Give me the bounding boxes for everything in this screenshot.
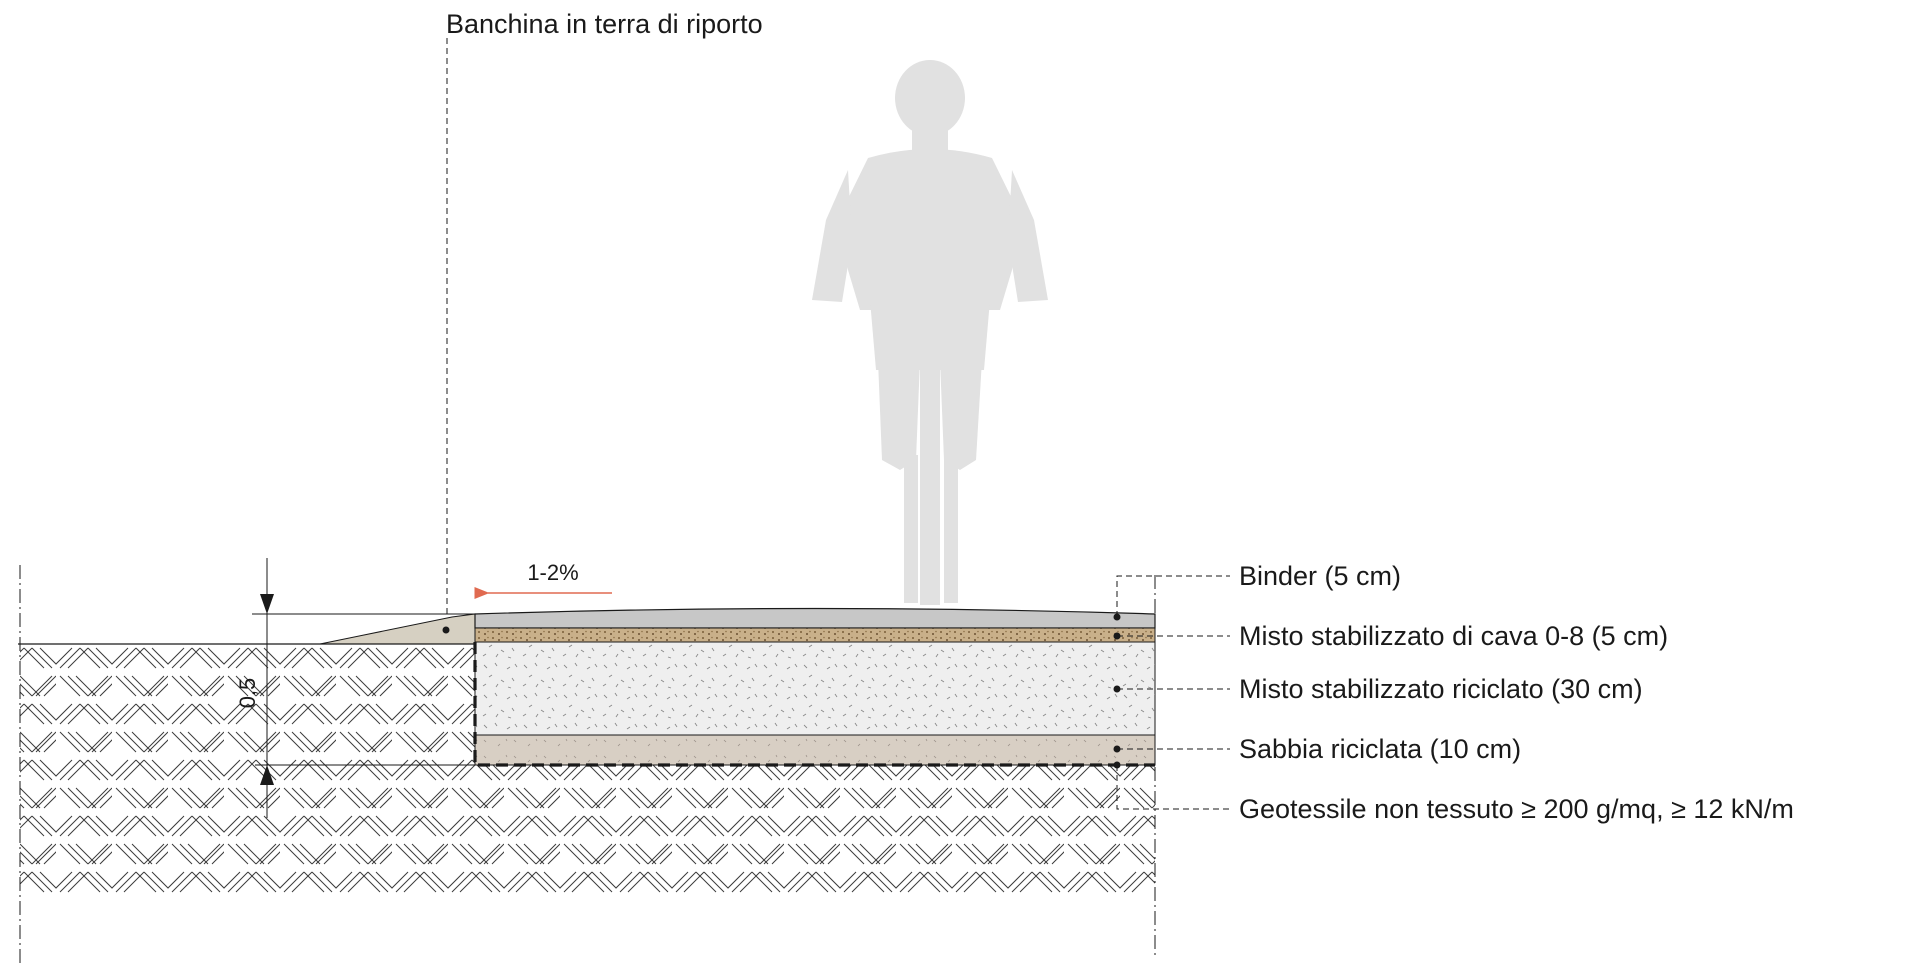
geotextile-line [473, 642, 1155, 767]
diagram-title: Banchina in terra di riporto [446, 9, 763, 39]
dimension-marker [252, 558, 475, 818]
slope-label: 1-2% [527, 560, 578, 585]
layer-label-misto-cava: Misto stabilizzato di cava 0-8 (5 cm) [1239, 621, 1668, 651]
leader-points [1113, 613, 1121, 769]
layer-label-geotessile: Geotessile non tessuto ≥ 200 g/mq, ≥ 12 … [1239, 794, 1794, 824]
layer-label-misto-riciclato: Misto stabilizzato riciclato (30 cm) [1239, 674, 1643, 704]
layer-misto-cava [474, 627, 1156, 643]
leader-lines [1116, 575, 1230, 810]
banchina-point [442, 626, 450, 634]
shoulder-fill [319, 613, 476, 645]
layer-binder [474, 607, 1156, 629]
cyclist-silhouette [812, 60, 1048, 605]
layer-sabbia [474, 734, 1156, 766]
layer-label-binder: Binder (5 cm) [1239, 561, 1401, 591]
dimension-label: 0,5 [235, 678, 260, 709]
ground-hatch [20, 644, 1155, 894]
layer-label-sabbia: Sabbia riciclata (10 cm) [1239, 734, 1521, 764]
